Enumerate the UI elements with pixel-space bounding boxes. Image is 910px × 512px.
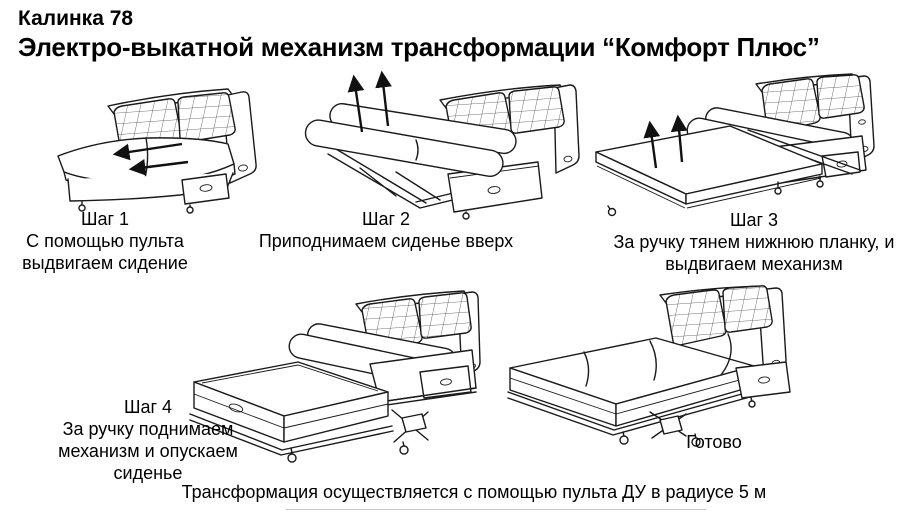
step4-illustration xyxy=(180,278,482,476)
header: Калинка 78 Электро-выкатной механизм тра… xyxy=(18,6,898,62)
model-name: Калинка 78 xyxy=(18,7,134,30)
slide-forward-arrows-icon xyxy=(112,142,189,176)
step1-label: Шаг 1 xyxy=(80,209,130,229)
step3-label: Шаг 3 xyxy=(729,210,779,230)
plaid-back-cushion xyxy=(508,86,565,134)
lift-up-arrows-icon xyxy=(347,70,392,133)
done-caption: Готово xyxy=(654,431,774,453)
step2-illustration xyxy=(298,62,580,220)
plaid-back-cushion xyxy=(816,74,865,119)
step2-description: Приподнимаем сиденье вверх xyxy=(258,231,514,251)
step4-caption: Шаг 4 За ручку поднимаем механизм и опус… xyxy=(22,396,274,484)
step3-description: За ручку тянем нижнюю планку, и выдвигае… xyxy=(613,232,895,274)
sofa-final-drawing xyxy=(507,285,791,447)
plaid-back-cushion xyxy=(722,285,773,333)
sofa-step3-drawing xyxy=(595,73,875,217)
final-illustration xyxy=(500,284,814,470)
plaid-back-cushion xyxy=(665,289,727,346)
footer-note: Трансформация осуществляется с помощью п… xyxy=(181,482,767,502)
step1-description: С помощью пульта выдвигаем сидение xyxy=(22,231,188,273)
sofa-step1-drawing xyxy=(57,88,257,214)
step4-label: Шаг 4 xyxy=(123,397,173,417)
plaid-back-cushion xyxy=(177,92,236,143)
lift-up-arrows-icon xyxy=(643,114,688,169)
sofa-step2-drawing xyxy=(304,70,580,220)
step2-label: Шаг 2 xyxy=(361,209,411,229)
plaid-back-cushion xyxy=(418,292,472,339)
step4-description: За ручку поднимаем механизм и опускаем с… xyxy=(58,419,238,483)
bottom-divider xyxy=(286,509,706,510)
done-label: Готово xyxy=(686,432,742,452)
step3-caption: Шаг 3 За ручку тянем нижнюю планку, и вы… xyxy=(608,209,900,275)
page-title: Электро-выкатной механизм трансформации … xyxy=(18,32,820,62)
sofa-step4-drawing xyxy=(189,290,481,463)
step1-caption: Шаг 1 С помощью пульта выдвигаем сидение xyxy=(5,208,205,274)
step1-illustration xyxy=(30,76,270,218)
step3-illustration xyxy=(590,72,892,220)
step2-caption: Шаг 2 Приподнимаем сиденье вверх xyxy=(256,208,516,252)
